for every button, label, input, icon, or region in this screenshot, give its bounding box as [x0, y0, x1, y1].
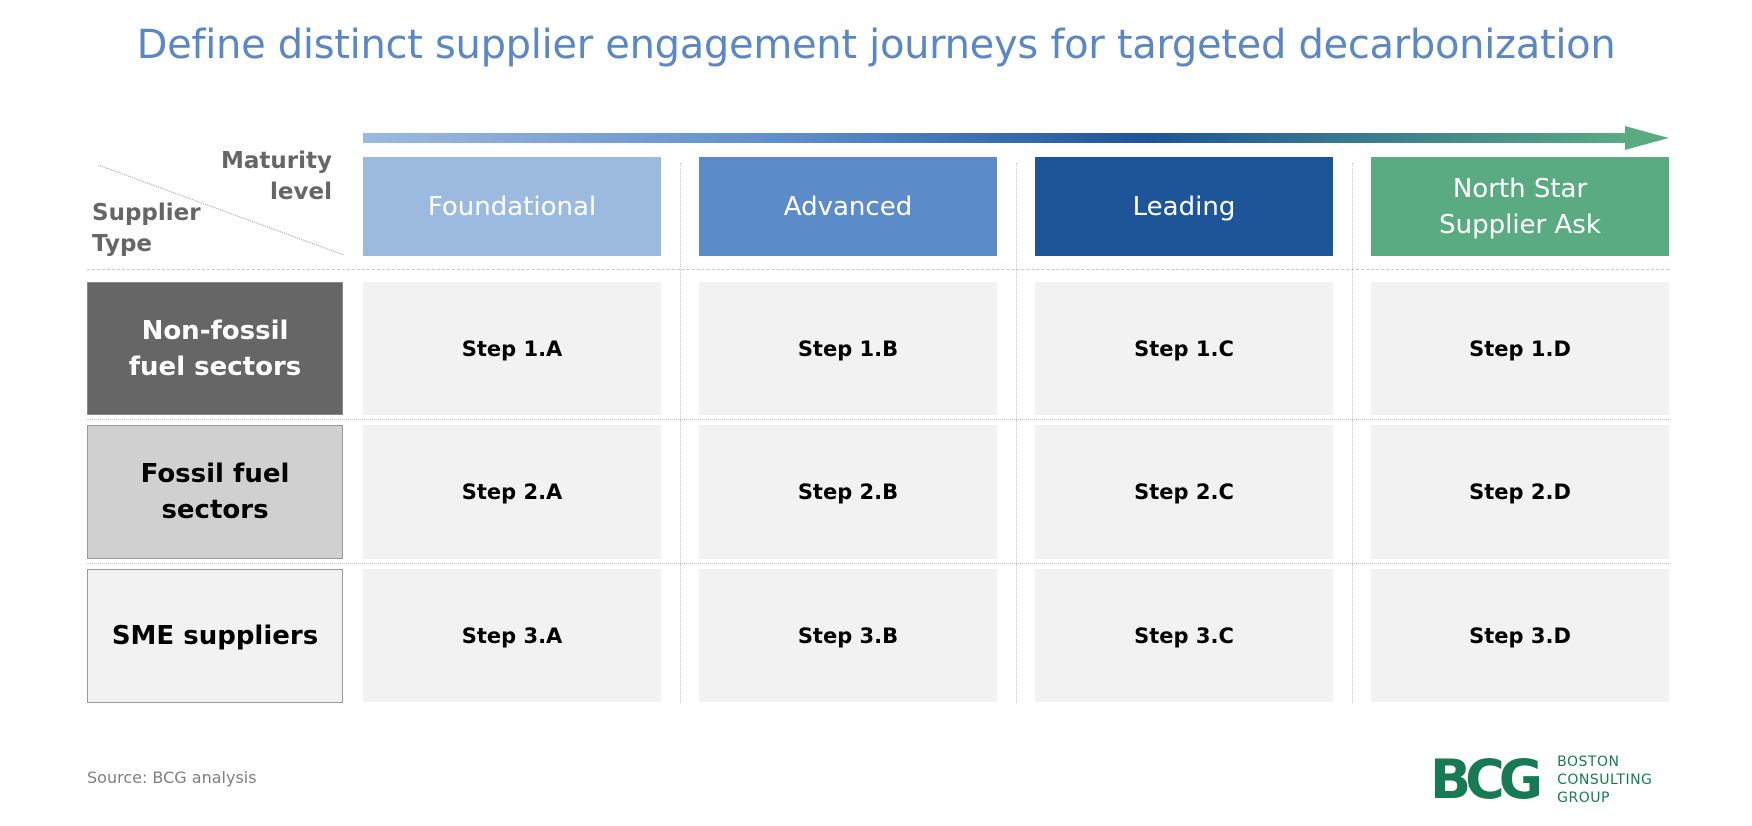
logo-line3: GROUP [1557, 790, 1610, 806]
step-cell-2c: Step 2.C [1035, 425, 1333, 559]
maturity-label-line1: Maturity [221, 148, 332, 174]
step-cell-1d: Step 1.D [1371, 282, 1669, 415]
step-cell-3d: Step 3.D [1371, 569, 1669, 702]
step-cell-1c: Step 1.C [1035, 282, 1333, 415]
column-label-line1: North Star [1452, 173, 1588, 204]
source-note: Source: BCG analysis [87, 768, 257, 787]
column-header-leading: Leading [1035, 157, 1333, 256]
header-separator [87, 269, 1669, 270]
row-header-sme-suppliers: SME suppliers [87, 569, 343, 703]
column-label: Foundational [427, 191, 597, 222]
supplier-label-line1: Supplier [92, 200, 201, 226]
step-cell-3b: Step 3.B [699, 569, 997, 702]
row-header-non-fossil-fuel-sectors: Non-fossil fuel sectors [87, 282, 343, 415]
supplier-label-line2: Type [92, 231, 153, 257]
slide-title: Define distinct supplier engagement jour… [136, 22, 1616, 68]
column-header-foundational: Foundational [363, 157, 661, 256]
step-cell-2b: Step 2.B [699, 425, 997, 559]
maturity-label-line2: level [270, 179, 332, 205]
maturity-arrow-icon [363, 126, 1669, 150]
row-label-line2: fuel sectors [128, 351, 302, 382]
column-separator [1016, 163, 1017, 703]
step-cell-1a: Step 1.A [363, 282, 661, 415]
maturity-level-axis-label: Maturity level [200, 146, 332, 208]
step-cell-3c: Step 3.C [1035, 569, 1333, 702]
column-header-north-star: North Star Supplier Ask [1371, 157, 1669, 256]
row-label: SME suppliers [111, 621, 319, 651]
row-separator [87, 419, 1669, 420]
bcg-logo: BCG BOSTON CONSULTING GROUP [1430, 752, 1670, 808]
column-header-advanced: Advanced [699, 157, 997, 256]
column-separator [1352, 163, 1353, 703]
logo-line1: BOSTON [1557, 754, 1620, 770]
column-label: Leading [1132, 191, 1236, 222]
step-cell-2a: Step 2.A [363, 425, 661, 559]
column-label: Advanced [783, 191, 913, 222]
row-separator [87, 563, 1669, 564]
column-label-line2: Supplier Ask [1439, 209, 1601, 240]
row-header-fossil-fuel-sectors: Fossil fuel sectors [87, 425, 343, 559]
logo-line2: CONSULTING [1557, 772, 1653, 788]
bcg-logo-wordmark: BOSTON CONSULTING GROUP [1557, 753, 1652, 807]
row-label-line1: Non-fossil [141, 315, 289, 346]
supplier-type-axis-label: Supplier Type [92, 198, 242, 260]
row-label: Fossil fuel sectors [140, 459, 290, 525]
step-cell-3a: Step 3.A [363, 569, 661, 702]
step-cell-2d: Step 2.D [1371, 425, 1669, 559]
corner-diagonal-divider [98, 165, 344, 255]
bcg-logo-mark-icon: BCG [1430, 748, 1543, 811]
column-separator [680, 163, 681, 703]
step-cell-1b: Step 1.B [699, 282, 997, 415]
